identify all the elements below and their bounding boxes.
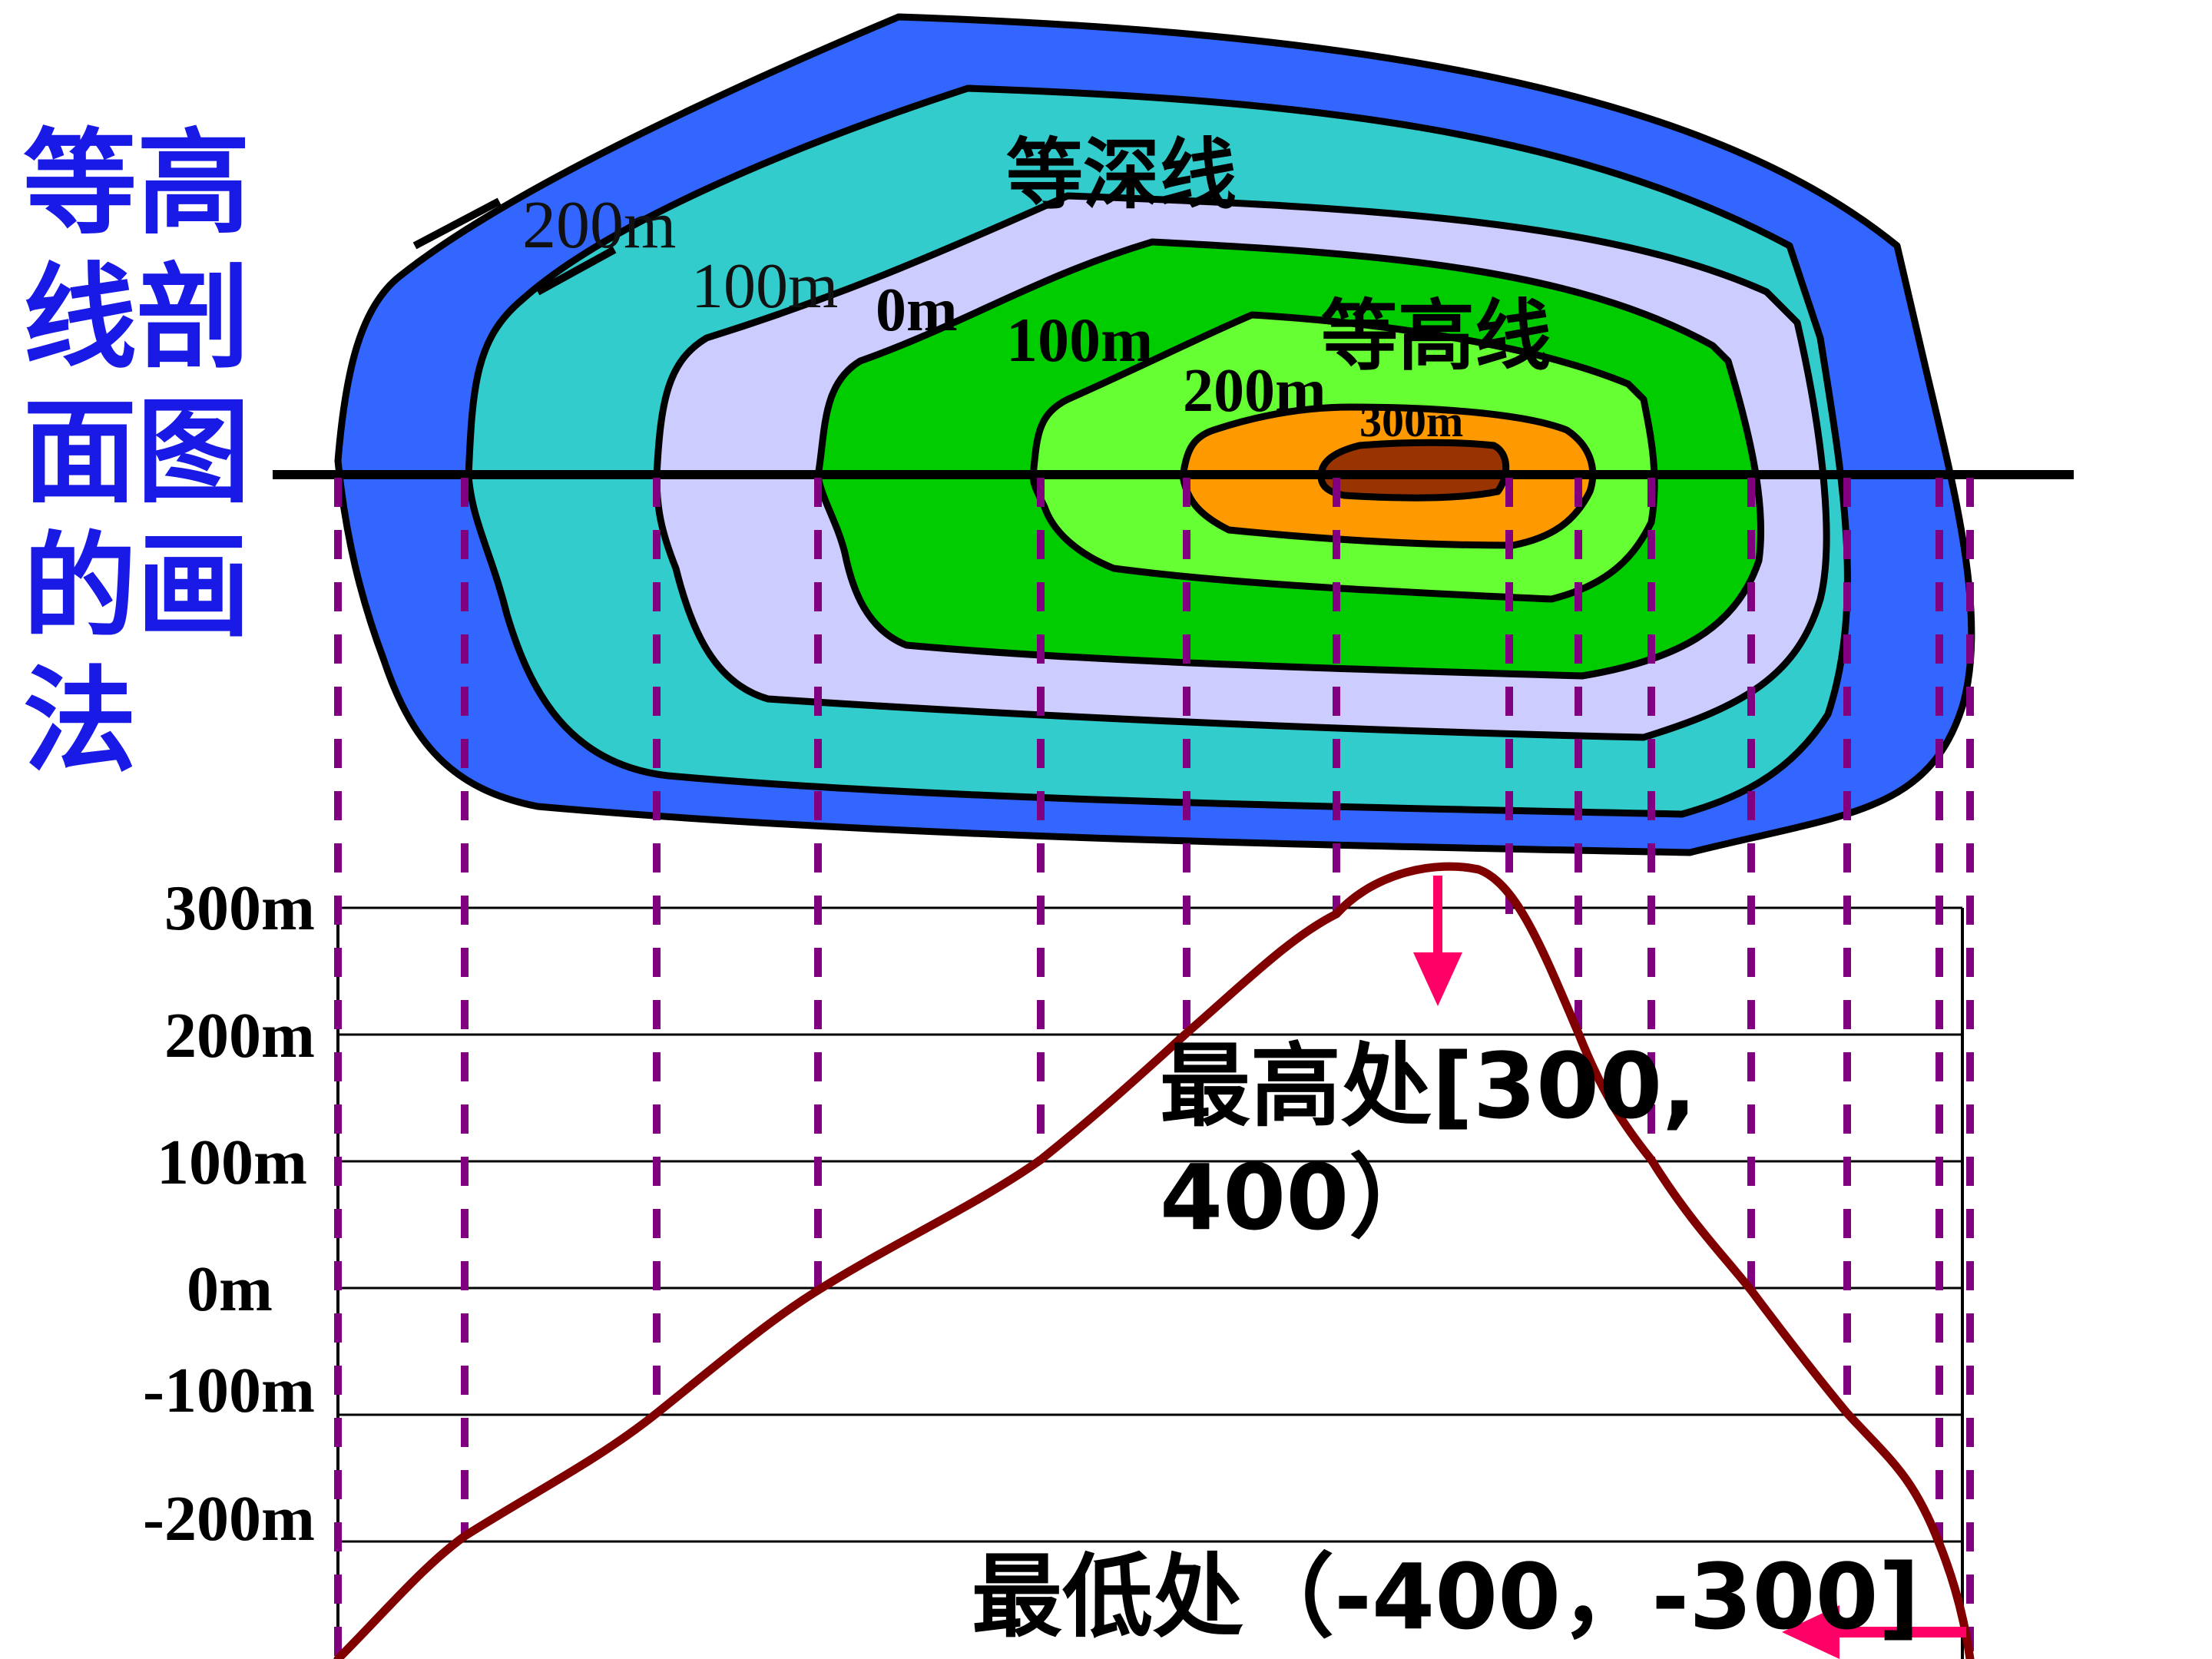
title-line-1: 等高	[23, 118, 250, 250]
projection-lines	[334, 478, 1974, 1659]
level-label-minus-200: 200m	[522, 188, 676, 263]
title-line-3: 面图	[23, 386, 250, 518]
y-label-0: 0m	[187, 1253, 273, 1325]
y-label-minus-100: -100m	[143, 1355, 315, 1426]
level-label-0: 0m	[876, 276, 958, 344]
highest-point-annotation-line1: 最高处[300,	[1160, 1033, 1697, 1139]
title-line-5: 法	[23, 655, 137, 787]
profile-curve	[333, 862, 1975, 1659]
y-label-minus-200: -200m	[143, 1483, 315, 1555]
level-label-minus-100: 100m	[691, 250, 838, 322]
lowest-point-annotation: 最低处（-400，-300]	[972, 1544, 1920, 1650]
lowest-arrow-head	[1782, 1605, 1839, 1659]
highest-point-annotation-line2: 400）	[1160, 1144, 1439, 1250]
title-vertical: 等高 线剖 面图 的画 法	[23, 118, 250, 787]
arrows	[1413, 876, 1966, 1659]
annotations: 最高处[300, 400） 最低处（-400，-300]	[972, 1033, 1920, 1650]
level-label-300: 300m	[1359, 396, 1463, 446]
map-labels: 等深线 等高线 200m 100m 0m 100m 200m 300m	[522, 130, 1551, 446]
title-line-4: 的画	[23, 521, 250, 653]
y-label-200: 200m	[164, 1000, 315, 1071]
outer-tick-1	[412, 197, 502, 250]
title-line-2: 线剖	[23, 252, 250, 384]
level-label-200: 200m	[1183, 357, 1326, 425]
contour-label: 等高线	[1321, 291, 1551, 381]
isobath-label: 等深线	[1006, 130, 1237, 220]
outer-tick-2	[535, 246, 617, 296]
y-label-300: 300m	[164, 873, 315, 944]
highest-arrow-head	[1413, 952, 1462, 1006]
profile-y-labels: 300m 200m 100m 0m -100m -200m	[143, 873, 315, 1555]
y-label-100: 100m	[157, 1127, 307, 1198]
level-label-100: 100m	[1006, 305, 1153, 375]
contour-map	[334, 13, 1975, 856]
